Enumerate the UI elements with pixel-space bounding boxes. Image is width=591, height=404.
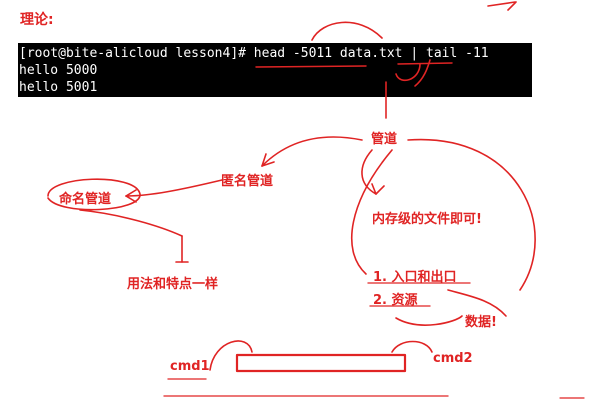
arrow-anonymous-to-named-stroke bbox=[125, 179, 223, 197]
arrow-pipe-to-anonymous-stroke bbox=[261, 136, 363, 167]
terminal-window: [root@bite-alicloud lesson4]# head -5011… bbox=[18, 43, 532, 97]
note-pipe: 管道 bbox=[371, 132, 398, 147]
note-cmd2: cmd2 bbox=[433, 351, 473, 366]
note-anonymous-pipe: 匿名管道 bbox=[221, 174, 274, 189]
note-cmd1: cmd1 bbox=[170, 359, 210, 374]
note-named-pipe: 命名管道 bbox=[59, 192, 112, 207]
note-memory-file: 内存级的文件即可! bbox=[372, 212, 482, 227]
arrowhead-anonymous-stroke bbox=[261, 153, 275, 167]
loop-resource-to-data-stroke bbox=[395, 315, 463, 326]
arc-above-pipe-stroke bbox=[311, 21, 383, 41]
note-data: 数据! bbox=[465, 315, 497, 330]
arrow-pipe-to-memory-stroke bbox=[361, 149, 377, 195]
arc-cmd1-to-rect-stroke bbox=[209, 340, 253, 371]
arrowhead-named-stroke bbox=[125, 189, 137, 203]
terminal-output-line-1: hello 5000 bbox=[19, 63, 98, 78]
arrowhead-memory-stroke bbox=[371, 183, 385, 195]
terminal-command-line: [root@bite-alicloud lesson4]# head -5011… bbox=[19, 46, 489, 61]
arrow-tip-top-right-stroke bbox=[487, 1, 517, 11]
note-same-usage: 用法和特点一样 bbox=[127, 277, 219, 292]
wave-under-named-stroke bbox=[79, 209, 183, 237]
section-heading: 理论: bbox=[20, 12, 54, 28]
note-resource: 2. 资源 bbox=[373, 293, 418, 308]
pipe-rectangle-stroke bbox=[235, 353, 407, 373]
arc-rect-to-cmd2-stroke bbox=[391, 340, 433, 353]
note-entry-exit: 1. 入口和出口 bbox=[373, 270, 457, 285]
terminal-output-line-2: hello 5001 bbox=[19, 80, 98, 95]
